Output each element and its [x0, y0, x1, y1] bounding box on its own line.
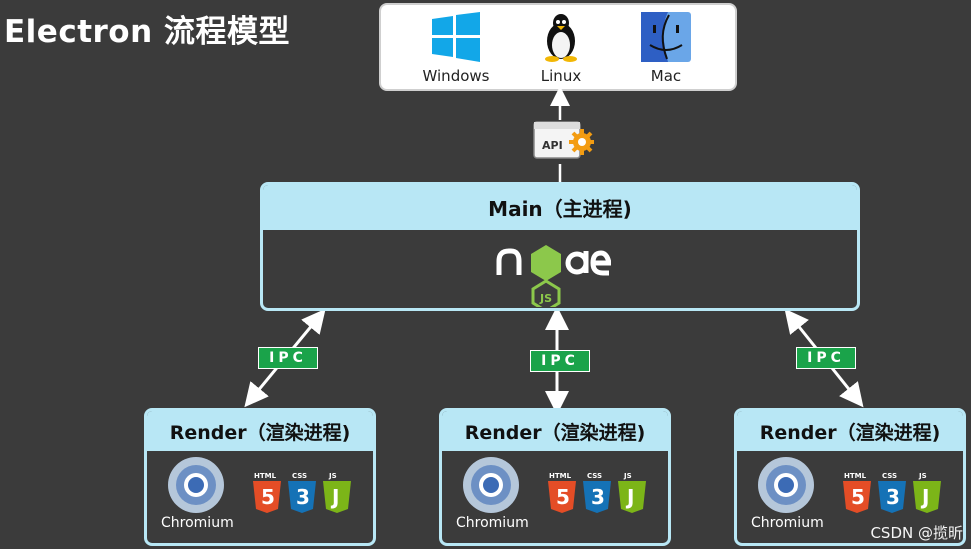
os-label: Linux — [540, 67, 582, 85]
svg-text:3: 3 — [591, 485, 605, 509]
main-process-box: Main（主进程) JS — [260, 182, 860, 311]
svg-text:5: 5 — [556, 485, 570, 509]
render-process-box-2: Render（渲染进程) Chromium HTML 5 CSS 3 JS J — [439, 408, 671, 546]
api-label: API — [542, 139, 563, 152]
svg-text:5: 5 — [261, 485, 275, 509]
os-linux: Linux — [516, 11, 606, 85]
chromium-label: Chromium — [751, 515, 824, 531]
main-process-label: Main（主进程) — [263, 185, 857, 230]
html-css-js-icons: HTML 5 CSS 3 JS J — [548, 472, 646, 513]
svg-text:JS: JS — [623, 472, 632, 480]
svg-text:HTML: HTML — [254, 472, 277, 480]
chromium: Chromium — [751, 455, 824, 531]
chromium-icon — [168, 457, 224, 513]
html-css-js-icons: HTML 5 CSS 3 JS J — [843, 472, 941, 513]
os-label: Mac — [650, 67, 682, 85]
windows-icon — [432, 12, 480, 62]
svg-text:3: 3 — [886, 485, 900, 509]
api-gear-icon: API — [533, 121, 594, 159]
svg-text:JS: JS — [328, 472, 337, 480]
chromium-icon — [463, 457, 519, 513]
svg-text:JS: JS — [918, 472, 927, 480]
os-platforms-box: Windows Linux Mac — [379, 3, 737, 91]
render-process-label: Render（渲染进程) — [442, 411, 668, 451]
watermark: CSDN @揽昕 — [870, 524, 963, 542]
chromium: Chromium — [456, 455, 529, 531]
ipc-badge-left: IPC — [258, 347, 318, 369]
render-process-box-3: Render（渲染进程) Chromium HTML 5 CSS 3 JS J — [734, 408, 966, 546]
svg-text:HTML: HTML — [844, 472, 867, 480]
chromium-label: Chromium — [161, 515, 234, 531]
linux-tux-icon — [545, 14, 577, 62]
svg-text:JS: JS — [539, 292, 552, 305]
html-css-js-icons: HTML 5 CSS 3 JS J — [253, 472, 351, 513]
chromium-icon — [758, 457, 814, 513]
chromium: Chromium — [161, 455, 234, 531]
os-label: Windows — [422, 67, 490, 85]
render-process-label: Render（渲染进程) — [737, 411, 963, 451]
svg-text:CSS: CSS — [587, 472, 602, 480]
svg-text:CSS: CSS — [882, 472, 897, 480]
svg-text:HTML: HTML — [549, 472, 572, 480]
os-windows: Windows — [411, 11, 501, 85]
ipc-badge-right: IPC — [796, 347, 856, 369]
svg-text:3: 3 — [296, 485, 310, 509]
svg-text:5: 5 — [851, 485, 865, 509]
diagram-title: Electron 流程模型 — [4, 14, 290, 50]
mac-finder-icon — [641, 12, 691, 62]
chromium-label: Chromium — [456, 515, 529, 531]
render-process-box-1: Render（渲染进程) Chromium HTML 5 CSS 3 JS J — [144, 408, 376, 546]
os-mac: Mac — [621, 11, 711, 85]
render-process-label: Render（渲染进程) — [147, 411, 373, 451]
nodejs-icon: JS — [496, 245, 611, 307]
ipc-badge-center: IPC — [530, 350, 590, 372]
svg-text:J: J — [330, 485, 339, 509]
svg-text:J: J — [920, 485, 929, 509]
svg-text:CSS: CSS — [292, 472, 307, 480]
svg-text:J: J — [625, 485, 634, 509]
